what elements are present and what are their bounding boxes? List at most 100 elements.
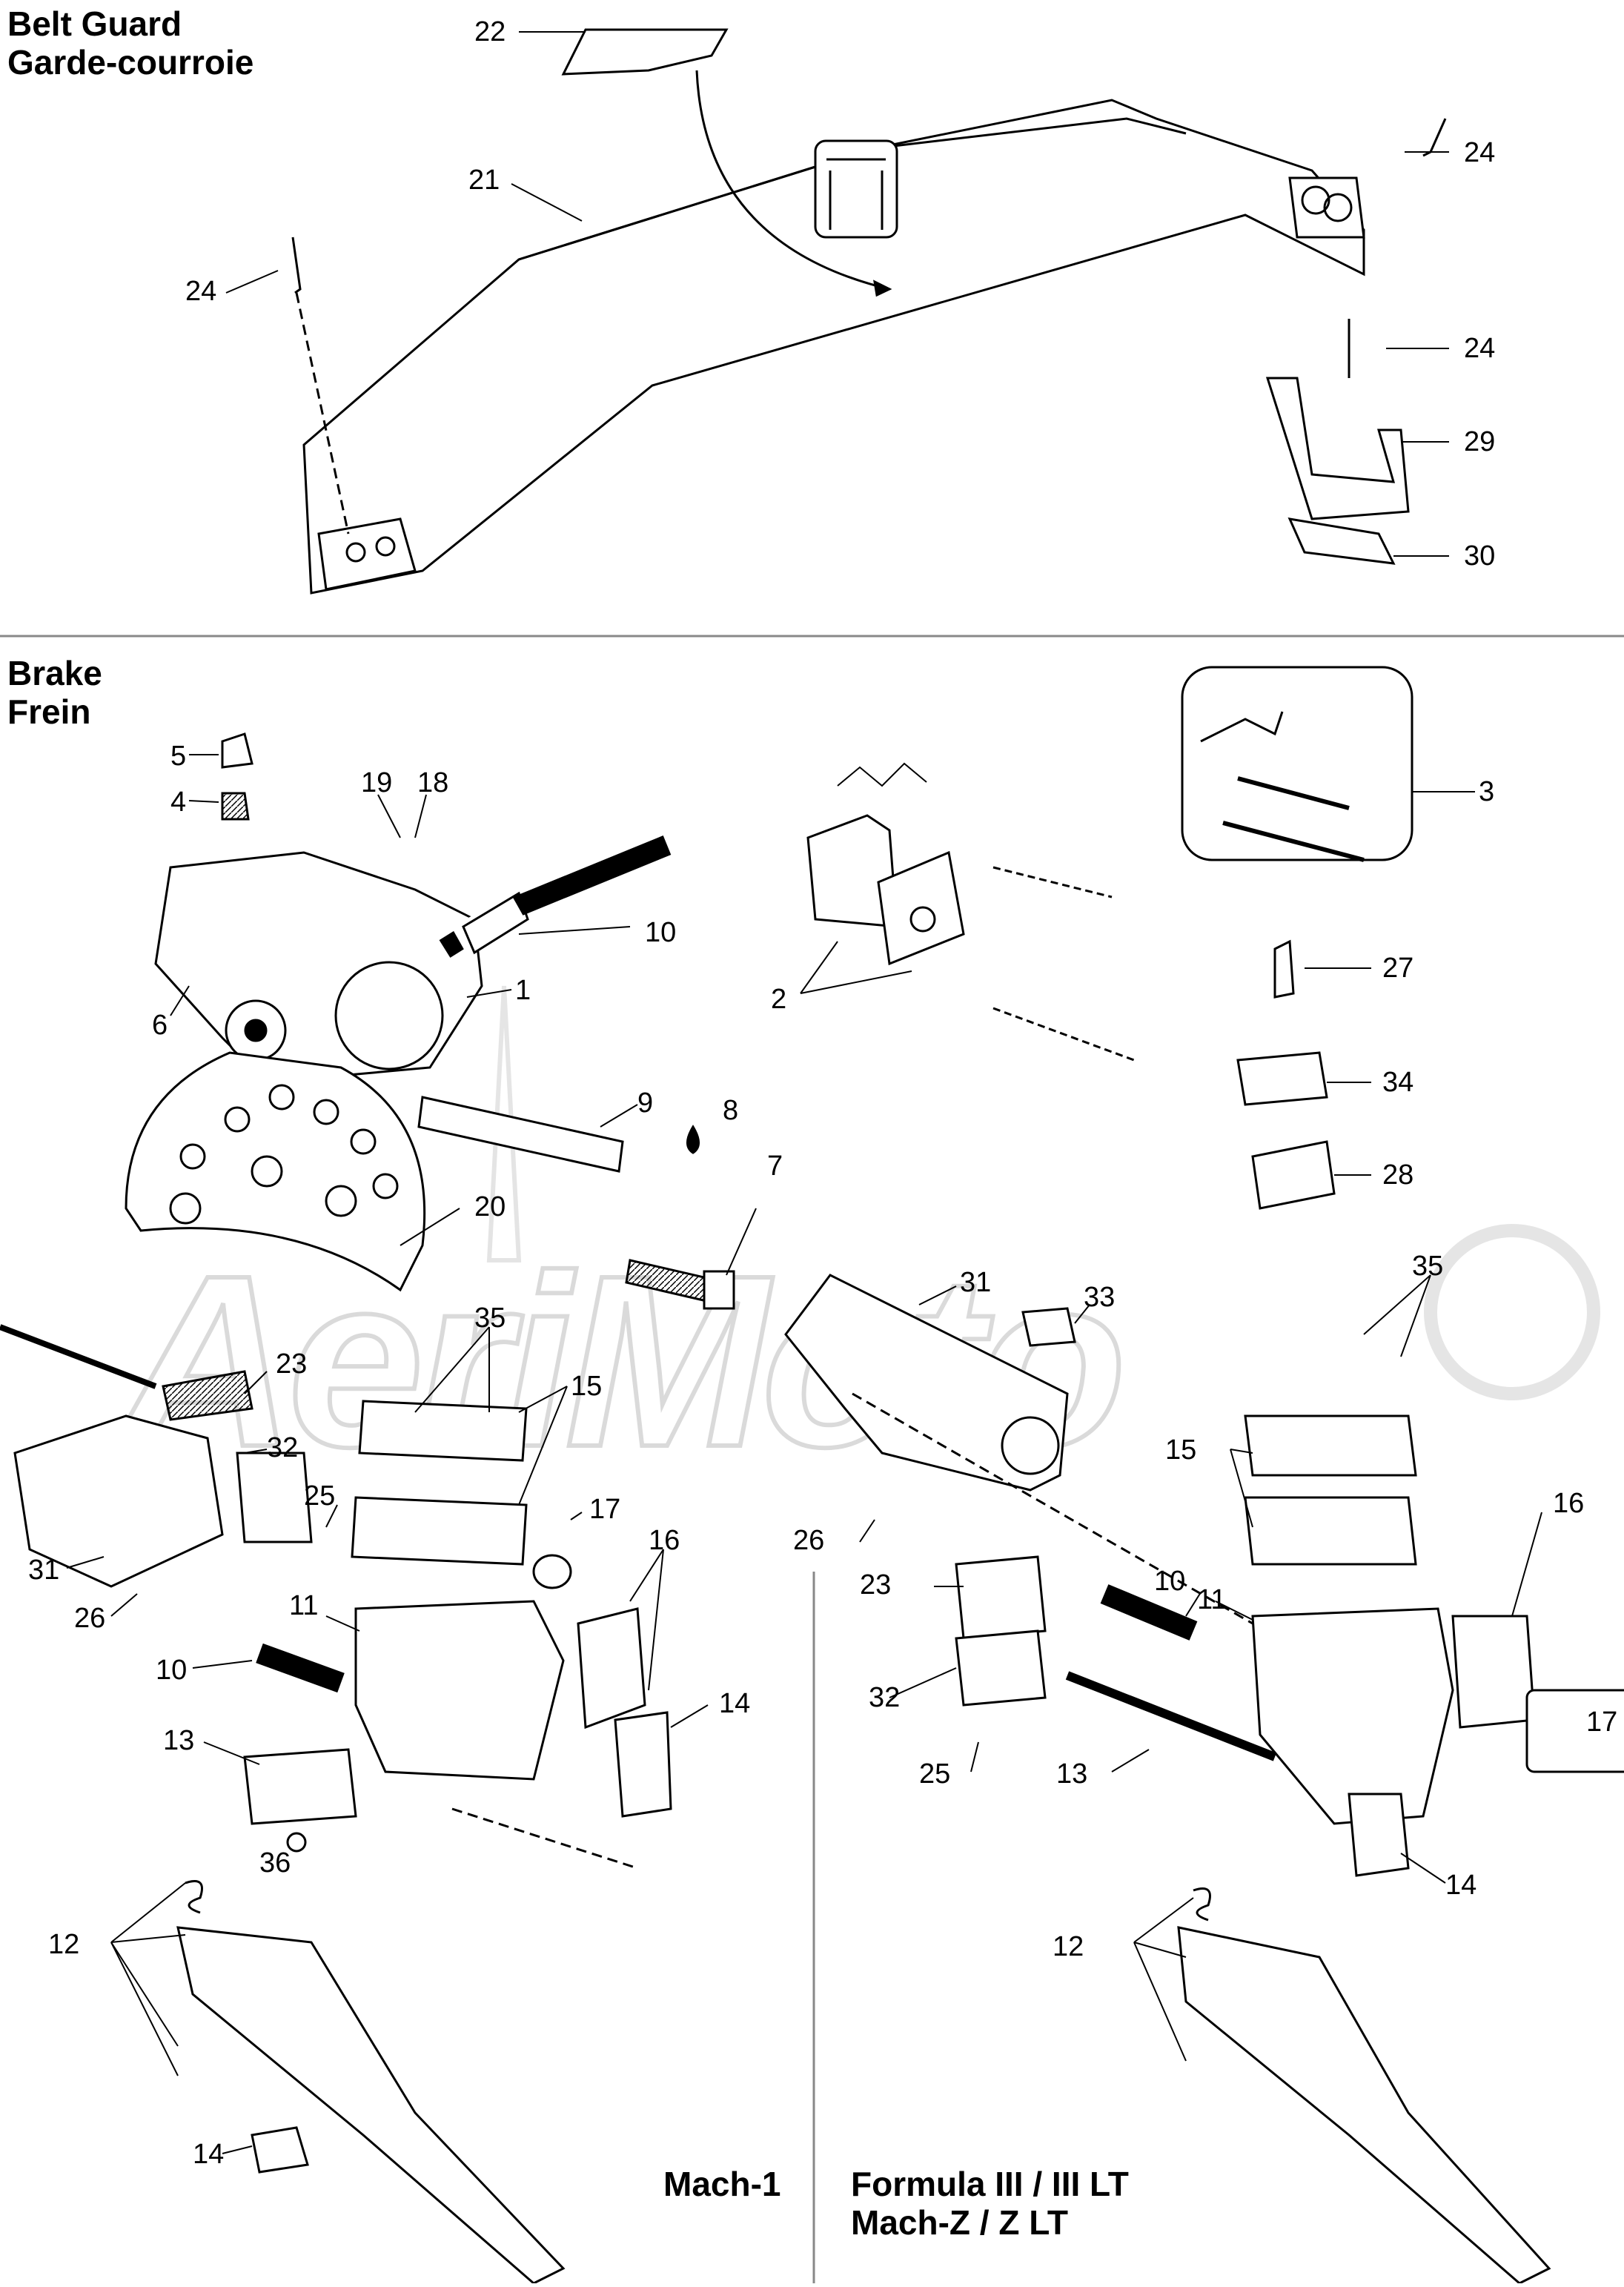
model-label-formula-line1: Formula III / III LT: [851, 2165, 1129, 2203]
belt-guard-pivot-hole-2: [375, 536, 396, 557]
brake-disc-holes: [169, 1084, 399, 1225]
mach1-lever-12: [176, 1926, 566, 2285]
callout-number: 9: [637, 1088, 653, 1119]
formula-dash: [852, 1392, 1253, 1625]
pin-dash-2: [992, 1007, 1135, 1062]
callout-number: 12: [48, 1929, 79, 1960]
formula-callouts: 31 33 35 15 26 16 10 23 11 32 25 13 17 1…: [793, 1251, 1617, 1962]
formula-leaders: [859, 1274, 1542, 2062]
callout-number: 13: [163, 1725, 194, 1756]
formula-decal-33: [1021, 1307, 1076, 1347]
callout-number: 33: [1084, 1282, 1115, 1313]
mach1-leaders: [66, 1326, 709, 2154]
kit-pin-long-2: [1222, 821, 1365, 862]
brake-hose-fitting-outline: [462, 891, 529, 955]
brake-title: Brake Frein: [7, 654, 102, 731]
mach1-nut-36: [286, 1832, 307, 1853]
callout-number: 13: [1056, 1758, 1087, 1790]
formula-switch-23: [955, 1555, 1047, 1640]
callout-number: 8: [723, 1095, 738, 1126]
kit-pin-long-1: [1237, 776, 1350, 810]
callout-number: 36: [259, 1847, 291, 1879]
formula-cover-15a: [1244, 1414, 1417, 1477]
callout-number: 24: [1464, 137, 1495, 168]
callout-number: 18: [417, 767, 448, 798]
formula-lever-12: [1177, 1926, 1551, 2285]
mach1-master-cylinder-assembly: [0, 1324, 672, 2285]
callout-number: 4: [170, 787, 186, 818]
brake-caliper-assembly: [125, 732, 735, 1310]
callout-number: 10: [1154, 1566, 1185, 1597]
callout-number: 10: [156, 1655, 187, 1686]
belt-guard-assembly: [291, 28, 1447, 595]
mach1-dash: [451, 1807, 638, 1870]
rivet-24-right-top: [1422, 118, 1447, 157]
callout-number: 32: [267, 1432, 298, 1463]
formula-pivot-14: [1348, 1793, 1410, 1877]
callout-number: 31: [28, 1555, 59, 1586]
belt-guard-clip: [814, 139, 898, 239]
formula-clamp-16: [1451, 1615, 1536, 1729]
brake-top-callouts: 5 4 19 18 10 1 6 9 8 7 20 2 3 27 34 28: [152, 741, 1494, 1222]
belt-guard-title: Belt Guard Garde-courroie: [7, 4, 253, 82]
mach1-gasket-32: [236, 1452, 313, 1543]
callout-number: 31: [960, 1267, 991, 1298]
brake-pads-assembly: [806, 666, 1413, 1210]
formula-cover-hole: [1001, 1416, 1060, 1475]
formula-bracket-32: [955, 1629, 1047, 1707]
callout-number: 11: [1197, 1584, 1226, 1615]
callout-number: 34: [1382, 1067, 1413, 1098]
belt-guard-leaders: [225, 31, 1449, 557]
callout-number: 23: [860, 1569, 891, 1601]
mach1-master-cylinder-11: [354, 1600, 565, 1781]
clip-27: [1273, 939, 1295, 999]
belt-guard-pivot-hole: [345, 542, 366, 563]
model-label-formula-line2: Mach-Z / Z LT: [851, 2203, 1069, 2242]
belt-guard-body-fold: [518, 117, 1187, 261]
mach1-spring: [185, 1880, 203, 1914]
callout-number: 20: [474, 1191, 506, 1222]
callout-number: 21: [468, 165, 500, 196]
brake-title-fr: Frein: [7, 692, 91, 731]
caliper-mount-hole: [244, 1019, 268, 1042]
belt-guard-mount-hole-a: [1301, 185, 1330, 215]
formula-hose-10: [1100, 1584, 1198, 1641]
callout-number: 23: [276, 1348, 307, 1380]
callout-number: 7: [767, 1151, 783, 1182]
mach1-wire: [0, 1324, 157, 1389]
callout-number: 25: [304, 1480, 335, 1512]
brake-hose-fitting: [451, 893, 527, 956]
kit-box-3: [1181, 666, 1413, 861]
callout-number: 14: [719, 1688, 750, 1719]
belt-guard-pivot: [317, 517, 417, 591]
mach1-hose-10: [256, 1643, 345, 1693]
mach1-clamp-16: [577, 1607, 646, 1730]
formula-parts-17-box: [1525, 1689, 1624, 1773]
formula-master-cylinder-assembly: [784, 1274, 1624, 2285]
formula-master-cylinder-11: [1251, 1607, 1454, 1825]
callout-number: 30: [1464, 540, 1495, 572]
callout-number: 14: [193, 2139, 224, 2170]
pin-dash-1: [992, 866, 1113, 898]
bleeder-4: [221, 792, 250, 821]
callout-number: 3: [1479, 776, 1494, 807]
callout-number: 10: [645, 917, 676, 948]
belt-guard-clip-inner: [826, 158, 886, 230]
callout-number: 16: [1553, 1488, 1584, 1519]
callout-number: 2: [771, 984, 786, 1015]
belt-guard-arrow-head: [873, 279, 892, 297]
rivet-24-left: [291, 236, 302, 294]
belt-guard-label-decal: [561, 28, 729, 76]
fluid-drop-8: [686, 1125, 700, 1154]
mach1-nut-14-bottom: [251, 2126, 309, 2174]
mach1-callouts: 23 35 15 32 25 17 31 26 16 11 10 13 14 3…: [28, 1303, 750, 2170]
mach1-switch-23: [162, 1370, 253, 1421]
bracket-9: [417, 1096, 624, 1173]
brake-title-en: Brake: [7, 654, 102, 692]
model-label-mach1: Mach-1: [663, 2165, 781, 2203]
callout-number: 12: [1053, 1931, 1084, 1962]
belt-guard-mount-hole-b: [1323, 193, 1353, 222]
bolt-7-head: [703, 1270, 735, 1310]
